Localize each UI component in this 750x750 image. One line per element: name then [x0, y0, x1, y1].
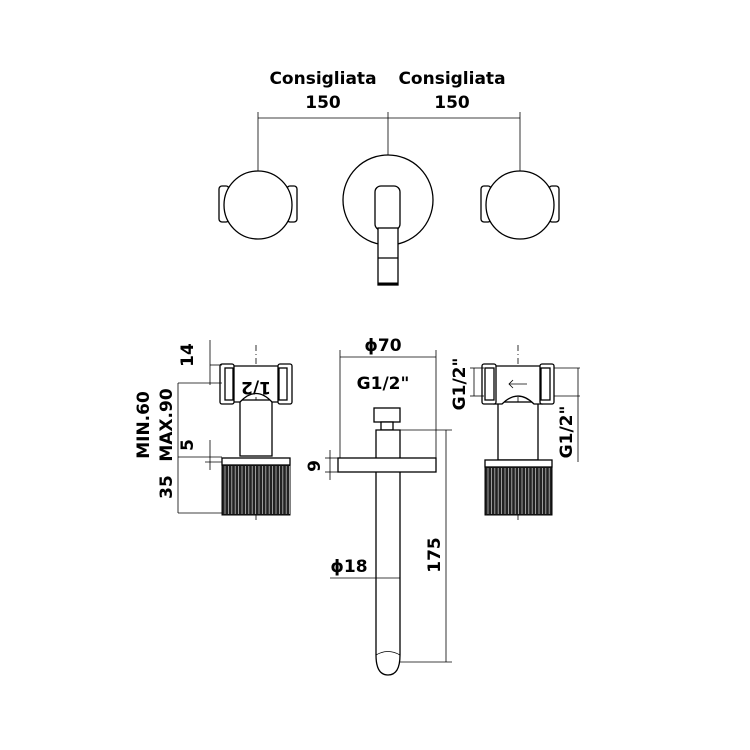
left-body-marking: 1/2: [241, 377, 271, 397]
right-valve-front: G1/2" G1/2": [450, 345, 580, 522]
dim-14: 14: [178, 343, 198, 367]
right-thread-out: G1/2": [557, 406, 577, 459]
spout-front: ϕ70 G1/2" 9 175 ϕ18: [305, 336, 452, 676]
dim-spout-thread: G1/2": [357, 374, 410, 394]
right-thread-in: G1/2": [450, 358, 470, 411]
top-view: Consigliata 150 Consigliata 150: [218, 69, 560, 286]
spout-top: [342, 154, 434, 286]
left-handle-top: [218, 170, 298, 240]
dim-5: 5: [178, 439, 198, 451]
dim-35: 35: [157, 475, 177, 499]
knurl-pattern: [224, 466, 291, 514]
dim-min-60: MIN.60: [134, 391, 154, 459]
right-handle-top: [480, 170, 560, 240]
right-dim-value: 150: [434, 93, 470, 113]
dim-plate-diameter: ϕ70: [364, 336, 401, 356]
dim-spout-length: 175: [425, 537, 445, 573]
dim-plate-thickness: 9: [305, 460, 325, 472]
dim-max-90: MAX.90: [157, 388, 177, 461]
dim-pipe-diameter: ϕ18: [330, 557, 367, 577]
knurl-pattern: [487, 468, 550, 514]
left-dim-label: Consigliata: [269, 69, 376, 89]
left-valve-front: 1/2 14 MIN.60 MAX.90 5 35: [134, 340, 293, 522]
right-dim-label: Consigliata: [398, 69, 505, 89]
left-dim-value: 150: [305, 93, 341, 113]
